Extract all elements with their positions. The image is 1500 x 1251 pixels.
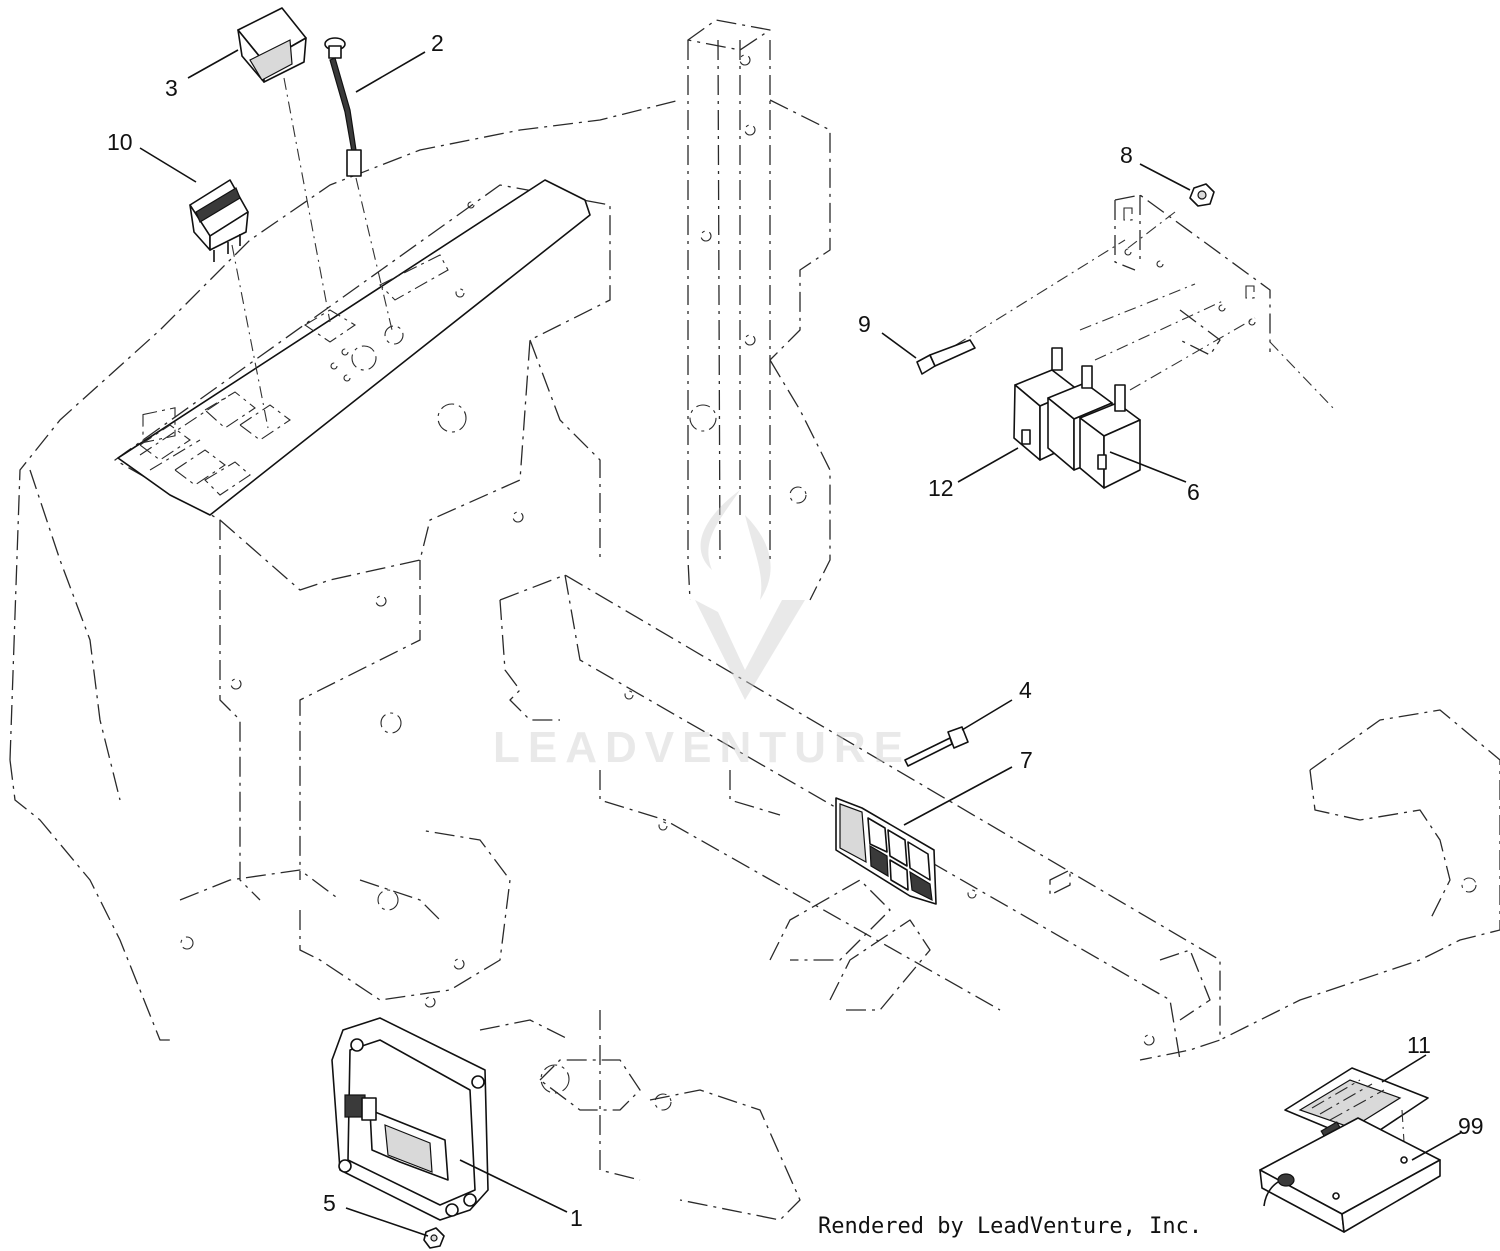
- rendered-by-credit: Rendered by LeadVenture, Inc.: [818, 1214, 1203, 1239]
- callout-6[interactable]: 6: [1187, 479, 1200, 505]
- callout-9[interactable]: 9: [858, 311, 871, 337]
- machine-frame-outline: [9, 19, 1500, 1221]
- callout-4[interactable]: 4: [1019, 677, 1032, 703]
- callout-12[interactable]: 12: [928, 475, 954, 501]
- callout-7[interactable]: 7: [1020, 747, 1033, 773]
- relay-bracket: [1114, 194, 1271, 356]
- part-2-indicator-lamp[interactable]: [324, 37, 362, 177]
- callout-10[interactable]: 10: [107, 129, 133, 155]
- callout-11[interactable]: 11: [1407, 1032, 1431, 1058]
- callout-labels: 1 2 3 4 5 6 7 8 9 10 11 12 99: [107, 30, 1484, 1231]
- callout-5[interactable]: 5: [323, 1190, 336, 1216]
- part-7-decal[interactable]: [835, 797, 937, 905]
- watermark-text: LEADVENTURE: [493, 723, 911, 772]
- part-10-switch[interactable]: [189, 179, 249, 262]
- callout-leaders: [139, 49, 1463, 1237]
- callout-3[interactable]: 3: [165, 75, 178, 101]
- part-6-relay[interactable]: [1079, 384, 1141, 489]
- part-1-control-module[interactable]: [331, 1017, 489, 1221]
- callout-2[interactable]: 2: [431, 30, 444, 56]
- callout-8[interactable]: 8: [1120, 142, 1133, 168]
- part-4-bolt[interactable]: [904, 726, 969, 767]
- part-5-nut[interactable]: [423, 1227, 445, 1249]
- console-panel-plate: [117, 179, 591, 516]
- part-9-screw[interactable]: [916, 339, 976, 375]
- callout-99[interactable]: 99: [1458, 1113, 1484, 1139]
- part-99-manual[interactable]: [1259, 1117, 1441, 1233]
- part-8-nut[interactable]: [1189, 183, 1215, 207]
- watermark: LEADVENTURE: [493, 490, 911, 772]
- callout-1[interactable]: 1: [570, 1205, 583, 1231]
- part-3-switch[interactable]: [237, 7, 307, 83]
